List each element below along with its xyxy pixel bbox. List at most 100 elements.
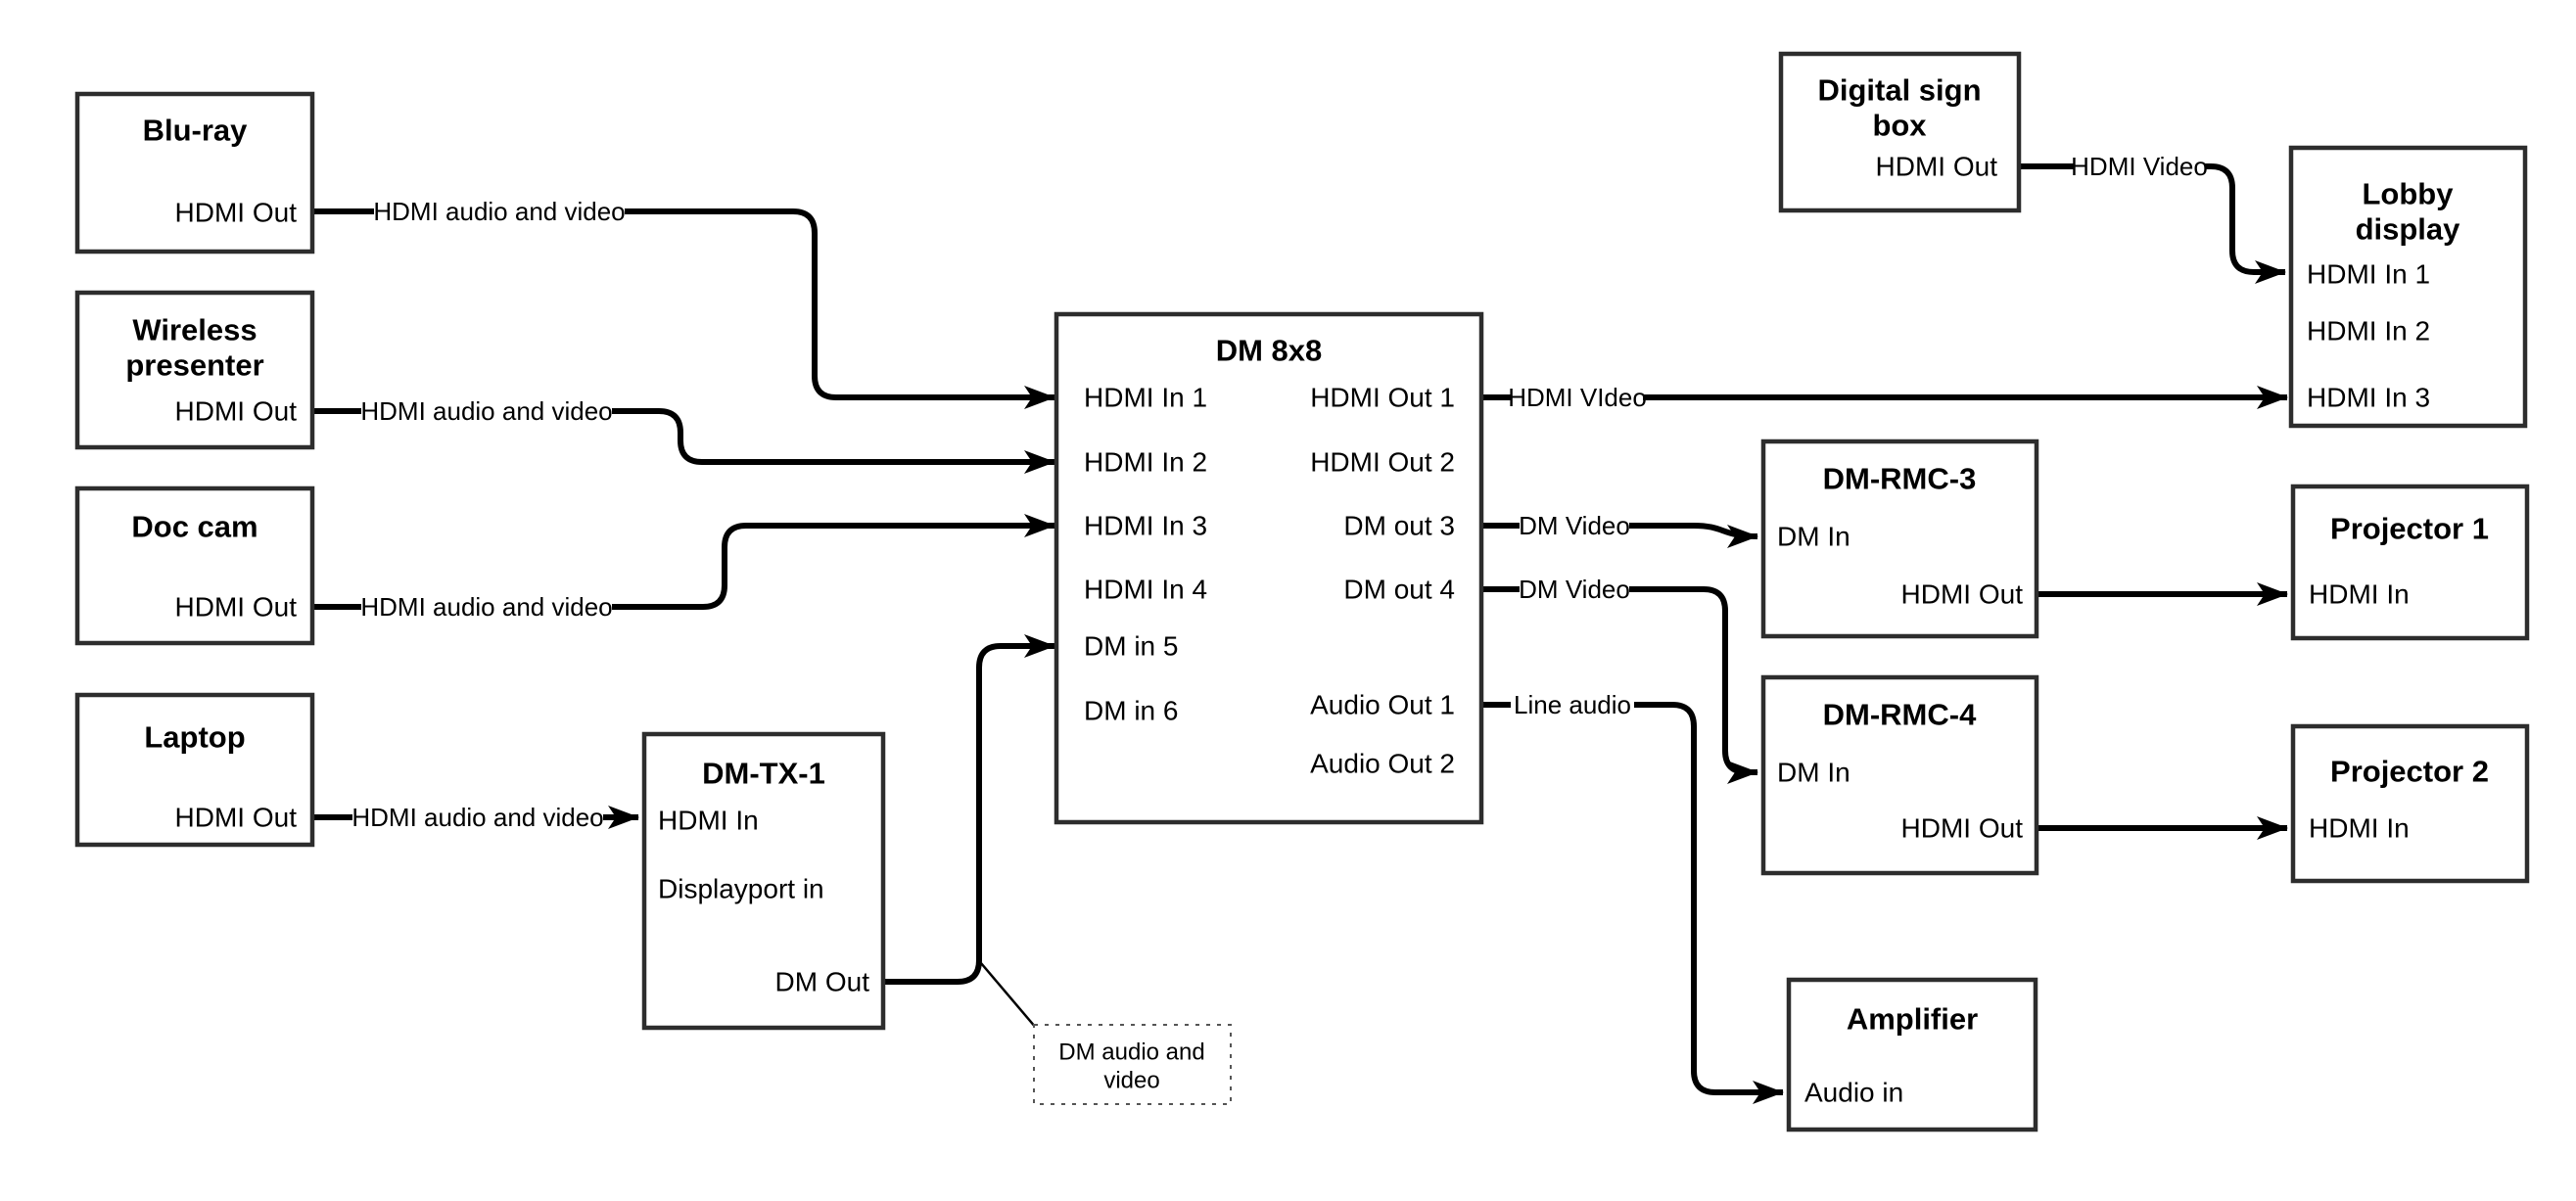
wire-label-hdmi-video-out1: HDMI VIdeo	[1508, 383, 1647, 412]
node-lobby-display: Lobby display HDMI In 1 HDMI In 2 HDMI I…	[2288, 145, 2528, 429]
port-dm8x8-hdmi-out-2: HDMI Out 2	[1310, 447, 1455, 478]
wire-label-wireless: HDMI audio and video	[360, 396, 612, 426]
wire-label-dm-video-out3: DM Video	[1519, 511, 1630, 540]
wire-label-bg	[374, 196, 625, 227]
connection-dm8x8-dm-out-3-to-dmrmc3-dm-in	[1481, 523, 1758, 548]
node-dm8x8: DM 8x8 HDMI In 1 HDMI In 2 HDMI In 3 HDM…	[1054, 311, 1484, 825]
node-dmrmc3-title: DM-RMC-3	[1823, 462, 1977, 496]
port-dm8x8-dm-out-3: DM out 3	[1343, 511, 1455, 541]
wire-label-bluray: HDMI audio and video	[373, 197, 625, 226]
wire-labels: HDMI audio and video HDMI audio and vide…	[351, 151, 2208, 833]
port-lobby-hdmi-in-3: HDMI In 3	[2307, 383, 2430, 413]
port-lobby-hdmi-in-2: HDMI In 2	[2307, 316, 2430, 346]
connection-dmtx1-dm-out-to-dm8x8-dm-in-5	[883, 634, 1055, 985]
node-wireless-box	[74, 290, 315, 450]
port-dm8x8-hdmi-in-4: HDMI In 4	[1084, 575, 1207, 605]
node-dmrmc3: DM-RMC-3 DM In HDMI Out	[1760, 439, 2039, 639]
wire-label-bg	[1520, 510, 1629, 541]
node-projector1: Projector 1 HDMI In	[2290, 484, 2530, 641]
port-dm8x8-dm-out-4: DM out 4	[1343, 575, 1455, 605]
wire-label-bg	[1511, 689, 1634, 720]
node-laptop-title: Laptop	[144, 720, 245, 755]
wire-label-doccam: HDMI audio and video	[360, 592, 612, 622]
node-dmtx1-box	[641, 731, 886, 1031]
connection-dm8x8-audio-out-1-to-amplifier-audio-in	[1481, 702, 1784, 1104]
node-dmtx1: DM-TX-1 HDMI In Displayport in DM Out	[641, 731, 886, 1031]
node-lobby-box	[2288, 145, 2528, 429]
port-wireless-hdmi-out: HDMI Out	[175, 396, 298, 427]
node-laptop: Laptop HDMI Out	[74, 692, 315, 848]
node-dmtx1-title: DM-TX-1	[702, 757, 825, 791]
wire-label-bg	[352, 802, 603, 833]
node-dmrmc4: DM-RMC-4 DM In HDMI Out	[1760, 674, 2039, 876]
port-dmrmc4-dm-in: DM In	[1777, 758, 1850, 788]
port-dm8x8-dm-in-5: DM in 5	[1084, 631, 1178, 662]
port-bluray-hdmi-out: HDMI Out	[175, 198, 298, 228]
port-dm8x8-hdmi-in-1: HDMI In 1	[1084, 383, 1207, 413]
port-lobby-hdmi-in-1: HDMI In 1	[2307, 259, 2430, 290]
node-digital-sign-title-line2: box	[1872, 109, 1927, 143]
node-wireless-presenter: Wireless presenter HDMI Out	[74, 290, 315, 450]
node-doccam-box	[74, 485, 315, 646]
wire-label-bg	[361, 591, 612, 623]
wire-label-bg	[361, 395, 612, 427]
port-projector1-hdmi-in: HDMI In	[2309, 579, 2410, 610]
node-digital-sign-box	[1778, 51, 2022, 213]
wire-label-bg	[1520, 574, 1629, 605]
node-digital-sign-title-line1: Digital sign	[1817, 73, 1981, 108]
note-text-line1: DM audio and	[1058, 1039, 1204, 1066]
node-amplifier-title: Amplifier	[1847, 1002, 1978, 1037]
node-bluray: Blu-ray HDMI Out	[74, 91, 315, 254]
port-dmrmc3-dm-in: DM In	[1777, 522, 1850, 552]
port-laptop-hdmi-out: HDMI Out	[175, 803, 298, 833]
node-doccam: Doc cam HDMI Out	[74, 485, 315, 646]
note-text-line2: video	[1103, 1068, 1159, 1094]
node-projector2: Projector 2 HDMI In	[2290, 723, 2530, 884]
wire-label-hdmi-video-sign: HDMI Video	[2071, 152, 2208, 181]
node-bluray-title: Blu-ray	[143, 114, 249, 148]
wire-label-bg	[1512, 382, 1643, 413]
node-dmrmc4-title: DM-RMC-4	[1823, 698, 1977, 732]
node-projector2-box	[2290, 723, 2530, 884]
port-dm8x8-audio-out-1: Audio Out 1	[1310, 690, 1455, 720]
note-box	[1033, 1024, 1232, 1105]
node-dmrmc4-box	[1760, 674, 2039, 876]
port-dmtx1-dm-out: DM Out	[775, 967, 870, 997]
connection-dm8x8-dm-out-4-to-dmrmc4-dm-in	[1481, 586, 1758, 784]
node-bluray-box	[74, 91, 315, 254]
node-dm8x8-box	[1054, 311, 1484, 825]
port-amplifier-audio-in: Audio in	[1804, 1078, 1903, 1108]
node-dm8x8-title: DM 8x8	[1216, 334, 1323, 368]
node-projector1-title: Projector 1	[2330, 512, 2489, 546]
port-dm8x8-audio-out-2: Audio Out 2	[1310, 749, 1455, 779]
note-leader-line	[980, 962, 1037, 1029]
node-laptop-box	[74, 692, 315, 848]
node-projector1-box	[2290, 484, 2530, 641]
node-wireless-title-line2: presenter	[125, 348, 263, 383]
node-projector2-title: Projector 2	[2330, 755, 2489, 789]
connection-bluray-to-dm8x8-hdmi-in-1	[312, 208, 1055, 409]
node-doccam-title: Doc cam	[131, 510, 258, 544]
node-digital-sign-box: Digital sign box HDMI Out	[1778, 51, 2022, 213]
wire-label-laptop: HDMI audio and video	[351, 803, 603, 832]
port-dm8x8-dm-in-6: DM in 6	[1084, 696, 1178, 726]
port-dm8x8-hdmi-out-1: HDMI Out 1	[1310, 383, 1455, 413]
node-wireless-title-line1: Wireless	[132, 313, 257, 347]
port-digital-sign-hdmi-out: HDMI Out	[1876, 152, 1998, 182]
port-dm8x8-hdmi-in-3: HDMI In 3	[1084, 511, 1207, 541]
connection-doccam-to-dm8x8-hdmi-in-3	[312, 514, 1055, 610]
port-dmrmc4-hdmi-out: HDMI Out	[1901, 813, 2024, 844]
port-dmtx1-displayport-in: Displayport in	[658, 874, 824, 904]
node-lobby-title-line2: display	[2356, 212, 2461, 247]
note-dm-audio-and-video: DM audio and video	[1033, 1024, 1232, 1105]
node-amplifier: Amplifier Audio in	[1786, 977, 2038, 1132]
wire-label-bg	[2074, 151, 2205, 182]
port-projector2-hdmi-in: HDMI In	[2309, 813, 2410, 844]
port-dm8x8-hdmi-in-2: HDMI In 2	[1084, 447, 1207, 478]
wire-label-line-audio: Line audio	[1514, 690, 1631, 719]
port-doccam-hdmi-out: HDMI Out	[175, 592, 298, 623]
connection-wireless-to-dm8x8-hdmi-in-2	[312, 408, 1055, 474]
connection-digital-sign-to-lobby-hdmi-in-1	[2019, 163, 2286, 284]
wire-label-dm-video-out4: DM Video	[1519, 575, 1630, 604]
